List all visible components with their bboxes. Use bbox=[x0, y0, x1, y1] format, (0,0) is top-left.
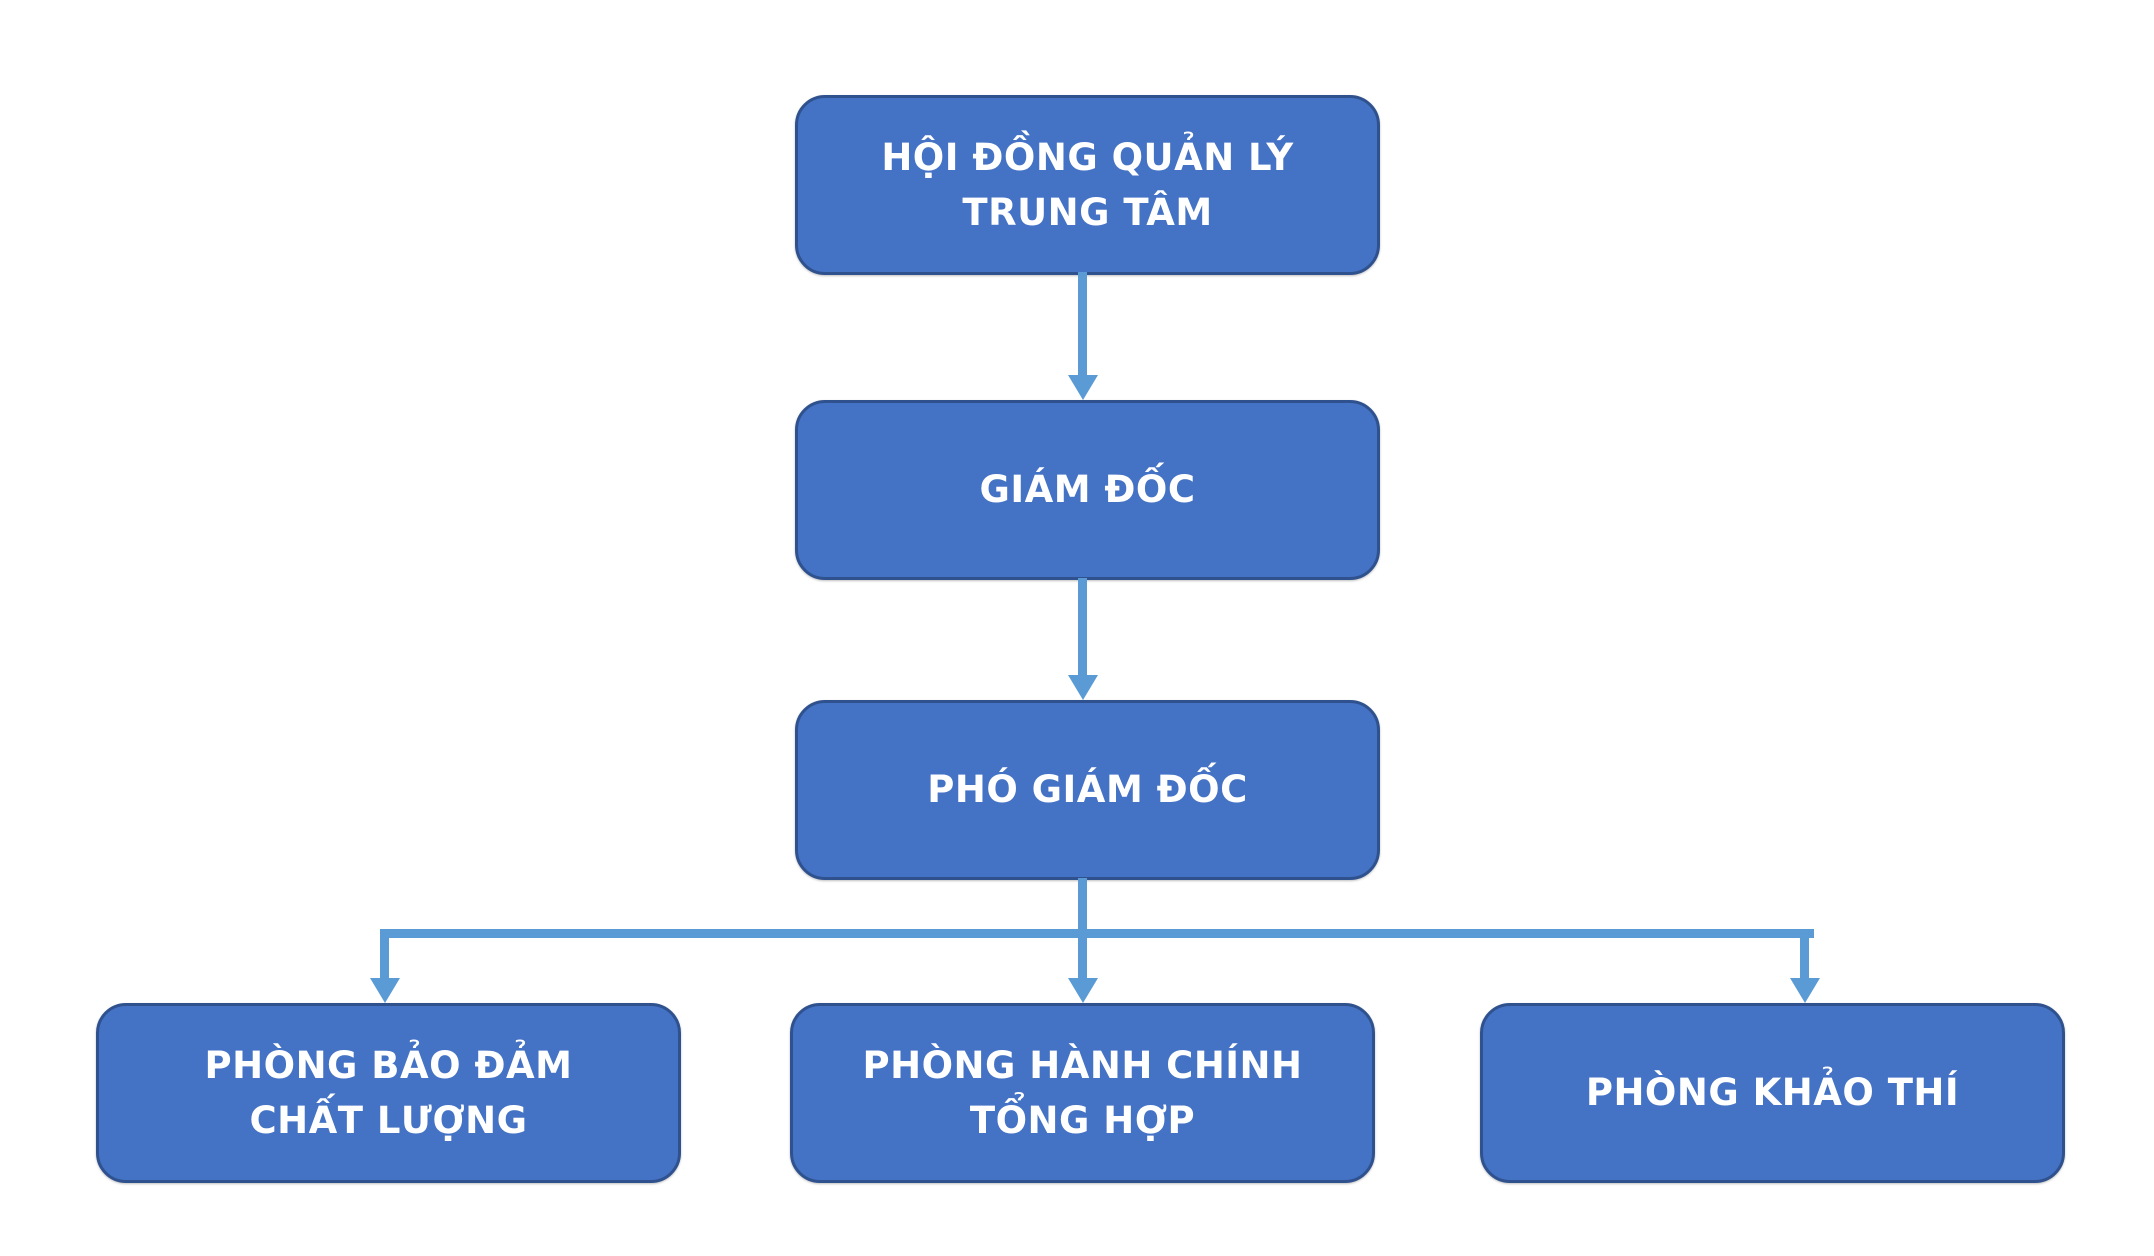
connector-deputy-admin-arrowhead-icon bbox=[1068, 978, 1098, 1003]
connector-board-director-stem bbox=[1078, 272, 1087, 378]
connector-board-director-arrowhead-icon bbox=[1068, 375, 1098, 400]
node-quality: PHÒNG BẢO ĐẢM CHẤT LƯỢNG bbox=[96, 1003, 681, 1183]
connector-director-deputy-arrowhead-icon bbox=[1068, 675, 1098, 700]
node-quality-label-line2: CHẤT LƯỢNG bbox=[249, 1099, 528, 1142]
connector-director-deputy-stem bbox=[1078, 578, 1087, 678]
node-deputy-label-line1: PHÓ GIÁM ĐỐC bbox=[927, 768, 1248, 812]
connector-deputy-quality-arrowhead-icon bbox=[370, 978, 400, 1003]
node-quality-label-line1: PHÒNG BẢO ĐẢM bbox=[204, 1043, 573, 1087]
node-testing-label-line1: PHÒNG KHẢO THÍ bbox=[1585, 1071, 1960, 1115]
connector-deputy-quality-stem bbox=[380, 929, 389, 979]
node-admin-label-line2: TỔNG HỢP bbox=[969, 1099, 1196, 1142]
node-board: HỘI ĐỒNG QUẢN LÝ TRUNG TÂM bbox=[795, 95, 1380, 275]
node-board-label-line2: TRUNG TÂM bbox=[962, 191, 1213, 234]
connector-deputy-admin-stem bbox=[1078, 929, 1087, 979]
node-testing: PHÒNG KHẢO THÍ bbox=[1480, 1003, 2065, 1183]
node-admin: PHÒNG HÀNH CHÍNH TỔNG HỢP bbox=[790, 1003, 1375, 1183]
connector-branch-horizontal-line bbox=[381, 929, 1814, 938]
node-deputy: PHÓ GIÁM ĐỐC bbox=[795, 700, 1380, 880]
connector-deputy-trunk-stem bbox=[1078, 878, 1087, 938]
connector-deputy-testing-arrowhead-icon bbox=[1790, 978, 1820, 1003]
node-admin-label-line1: PHÒNG HÀNH CHÍNH bbox=[862, 1043, 1303, 1087]
node-director: GIÁM ĐỐC bbox=[795, 400, 1380, 580]
connector-deputy-testing-stem bbox=[1800, 929, 1809, 979]
node-director-label-line1: GIÁM ĐỐC bbox=[979, 468, 1196, 512]
node-board-label-line1: HỘI ĐỒNG QUẢN LÝ bbox=[881, 135, 1294, 179]
